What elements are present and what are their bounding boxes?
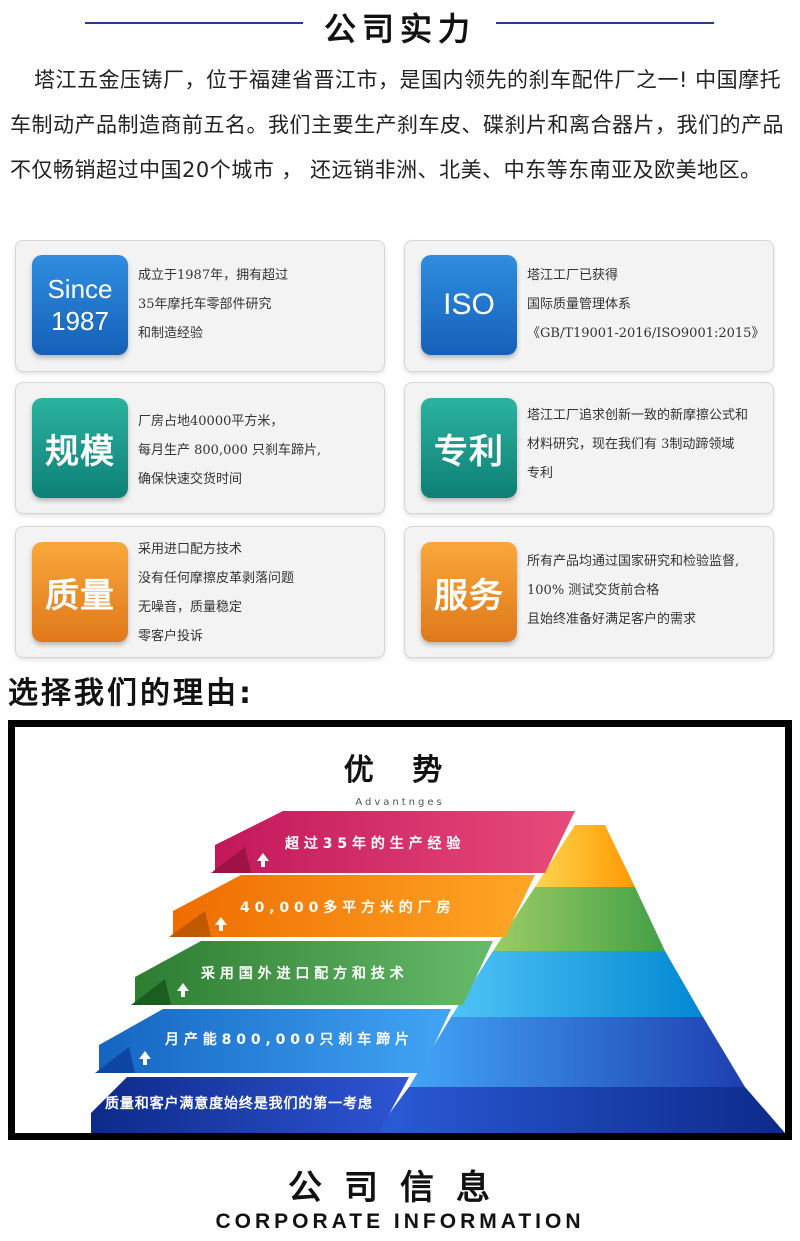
up-arrow-icon [257, 853, 269, 867]
card-text: 采用进口配方技术 没有任何摩擦皮革剥落问题 无噪音，质量稳定 零客户投诉 [138, 535, 378, 651]
pyramid-tier-4 [409, 1017, 745, 1087]
iso-badge: ISO [421, 255, 517, 355]
advantage-item-quality: 质 量 和 客 户 满 意 度 始 终 是 我 们 的 第 一 考 虑 [105, 1096, 372, 1112]
card-scale: 规模 厂房占地40000平方米， 每月生产 800,000 只刹车蹄片, 确保快… [15, 382, 385, 514]
card-line: 没有任何摩擦皮革剥落问题 [138, 571, 295, 586]
card-line: 材料研究，现在我们有 3制动蹄领域 [527, 437, 735, 452]
card-line: 且始终准备好满足客户的需求 [527, 612, 697, 627]
band-arrow-0 [211, 847, 251, 873]
band-shape-1 [173, 875, 535, 937]
band-arrow-3 [95, 1047, 135, 1073]
pyramid-tier-3 [451, 951, 703, 1017]
card-line: 所有产品均通过国家研究和检验监督, [527, 554, 740, 569]
company-info-subtitle: CORPORATE INFORMATION [215, 1210, 585, 1233]
card-text: 成立于1987年，拥有超过 35年摩托车零部件研究 和制造经验 [138, 261, 378, 348]
card-since-1987: Since 1987 成立于1987年，拥有超过 35年摩托车零部件研究 和制造… [15, 240, 385, 372]
card-line: 国际质量管理体系 [527, 297, 632, 312]
card-service: 服务 所有产品均通过国家研究和检验监督, 100% 测试交货前合格 且始终准备好… [404, 526, 774, 658]
pyramid-tiers [375, 825, 785, 1133]
advantage-item-experience: 超 过 3 5 年 的 生 产 经 验 [285, 836, 461, 852]
up-arrow-icons [139, 853, 269, 1065]
advantage-item-capacity: 月 产 能 8 0 0 , 0 0 0 只 刹 车 蹄 片 [165, 1032, 410, 1048]
card-line: 采用进口配方技术 [138, 542, 243, 557]
scale-badge: 规模 [32, 398, 128, 498]
badge-label-year: 1987 [51, 306, 109, 336]
band-shape-2 [135, 941, 493, 1005]
intro-paragraph: 塔江五金压铸厂，位于福建省晋江市，是国内领先的刹车配件厂之一! 中国摩托车制动产… [10, 68, 784, 182]
up-arrow-icon [177, 983, 189, 997]
card-line: 塔江工厂已获得 [527, 268, 619, 283]
band-shape-0 [215, 811, 575, 873]
band-arrow-2 [131, 979, 171, 1005]
up-arrow-icon [139, 1051, 151, 1065]
badge-label-service: 服务 [434, 575, 504, 616]
badge-label-iso: ISO [443, 288, 495, 321]
badge-label-patent: 专利 [434, 431, 504, 472]
card-line: 《GB/T19001-2016/ISO9001:2015》 [527, 326, 765, 341]
card-line: 厂房占地40000平方米， [138, 414, 284, 429]
pyramid-tier-2 [493, 887, 665, 951]
header-divider-left [85, 22, 303, 24]
up-arrow-icon [215, 917, 227, 931]
advantages-frame: 优 势 Advantnges [8, 720, 792, 1140]
card-line: 零客户投诉 [138, 629, 204, 644]
card-line: 35年摩托车零部件研究 [138, 297, 272, 312]
company-info-title: 公司信息 [288, 1168, 512, 1208]
badge-label-since: Since [47, 274, 113, 304]
page-title: 公司实力 [323, 10, 476, 48]
card-line: 每月生产 800,000 只刹车蹄片, [138, 443, 322, 458]
advantage-item-factory-area: 4 0 , 0 0 0 多 平 方 米 的 厂 房 [240, 900, 451, 916]
pyramid-tier-5 [375, 1087, 785, 1133]
card-iso: ISO 塔江工厂已获得 国际质量管理体系 《GB/T19001-2016/ISO… [404, 240, 774, 372]
card-line: 和制造经验 [138, 326, 204, 341]
advantages-pyramid [91, 811, 785, 1133]
badge-label-scale: 规模 [45, 431, 115, 472]
header-divider-right [496, 22, 714, 24]
card-text: 塔江工厂已获得 国际质量管理体系 《GB/T19001-2016/ISO9001… [527, 261, 767, 348]
card-text: 厂房占地40000平方米， 每月生产 800,000 只刹车蹄片, 确保快速交货… [138, 407, 378, 494]
advantages-subtitle: Advantnges [355, 797, 445, 808]
band-shape-4 [91, 1077, 409, 1133]
badge-label-quality: 质量 [45, 575, 115, 616]
band-arrow-1 [169, 911, 211, 937]
pyramid-tier-1 [535, 825, 635, 887]
service-badge: 服务 [421, 542, 517, 642]
reasons-heading: 选择我们的理由: [8, 676, 254, 711]
card-line: 成立于1987年，拥有超过 [138, 268, 289, 283]
card-patent: 专利 塔江工厂追求创新一致的新摩擦公式和 材料研究，现在我们有 3制动蹄领域 专… [404, 382, 774, 514]
patent-badge: 专利 [421, 398, 517, 498]
quality-badge: 质量 [32, 542, 128, 642]
card-line: 确保快速交货时间 [138, 472, 243, 487]
card-line: 专利 [527, 466, 554, 481]
card-line: 100% 测试交货前合格 [527, 583, 660, 598]
card-line: 塔江工厂追求创新一致的新摩擦公式和 [527, 408, 749, 423]
advantages-title: 优 势 [343, 753, 457, 788]
advantage-item-technology: 采 用 国 外 进 口 配 方 和 技 术 [201, 966, 404, 982]
since-1987-badge: Since 1987 [32, 255, 128, 355]
card-text: 所有产品均通过国家研究和检验监督, 100% 测试交货前合格 且始终准备好满足客… [527, 547, 767, 634]
card-quality: 质量 采用进口配方技术 没有任何摩擦皮革剥落问题 无噪音，质量稳定 零客户投诉 [15, 526, 385, 658]
card-line: 无噪音，质量稳定 [138, 600, 243, 615]
advantages-panel: 优 势 Advantnges [15, 727, 785, 1133]
company-strength-header: 公司实力 [0, 0, 800, 48]
band-shape-3 [99, 1009, 451, 1073]
company-intro: 塔江五金压铸厂，位于福建省晋江市，是国内领先的刹车配件厂之一! 中国摩托车制动产… [10, 58, 792, 193]
card-text: 塔江工厂追求创新一致的新摩擦公式和 材料研究，现在我们有 3制动蹄领域 专利 [527, 401, 767, 488]
